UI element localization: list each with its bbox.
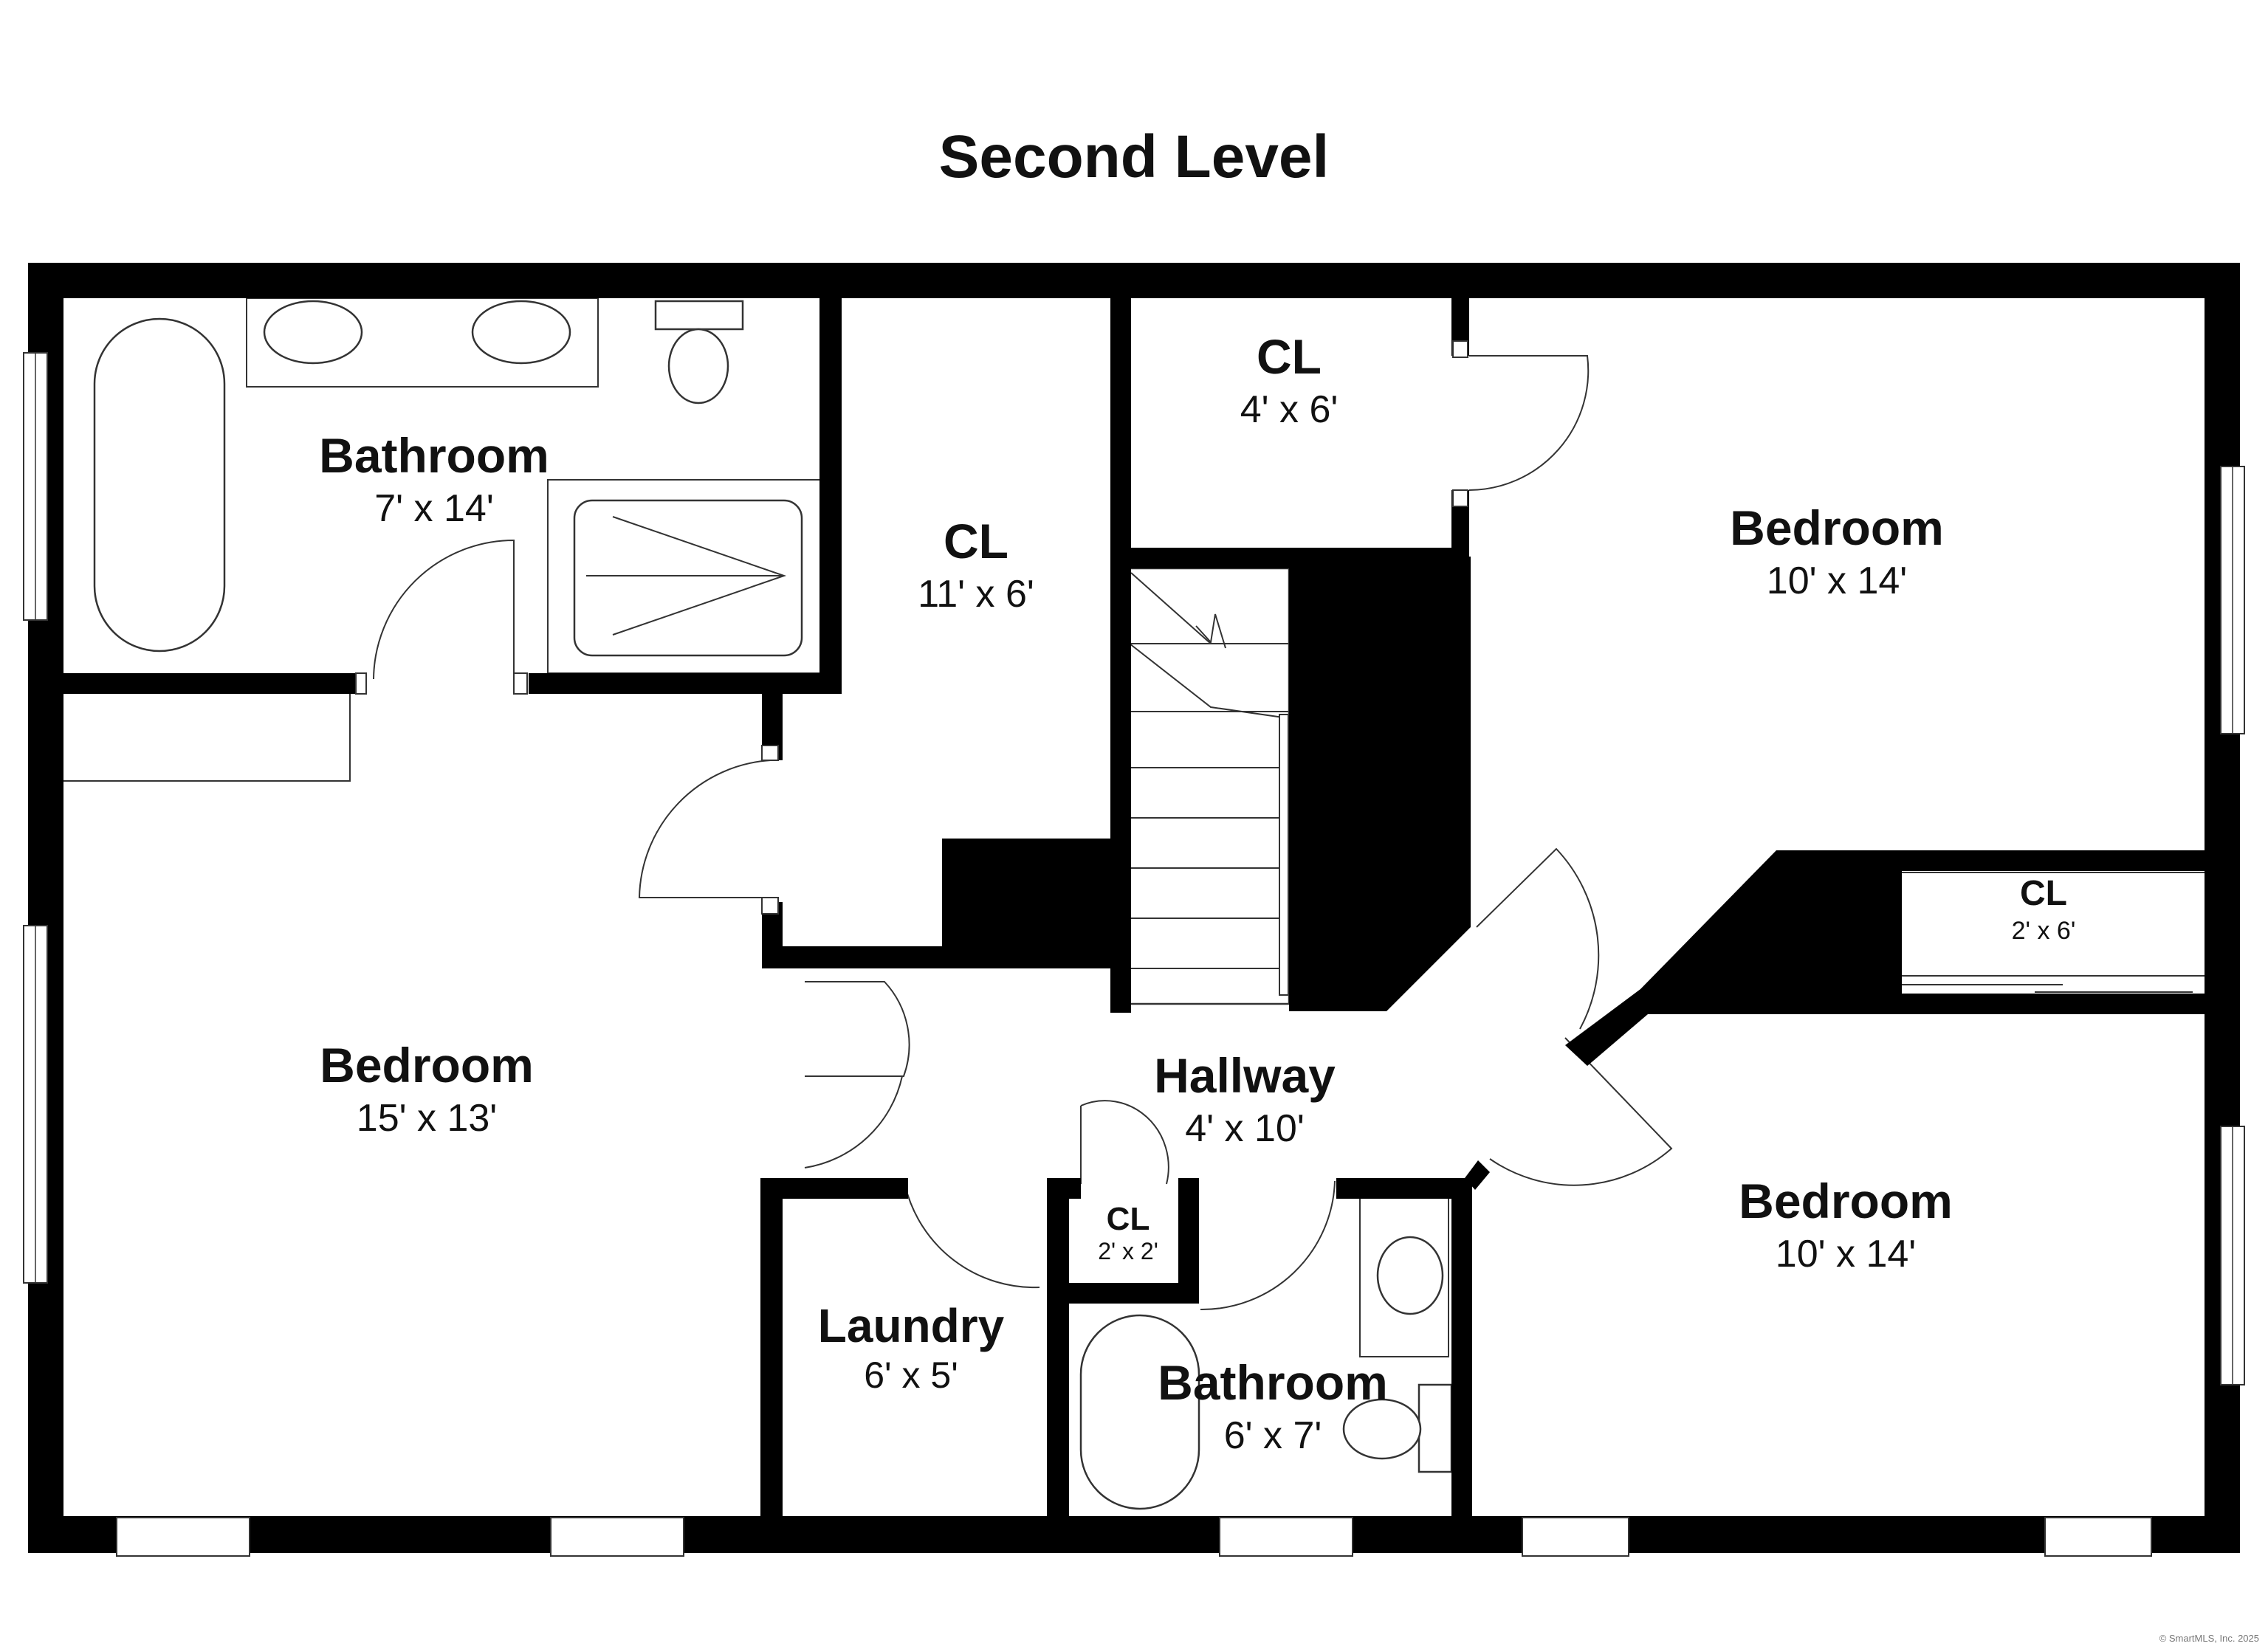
toilet-icon (1342, 1398, 1422, 1460)
toilet-icon (667, 328, 729, 404)
room-size-bedroom: 15' x 13' (357, 1097, 497, 1140)
toilet-tank (654, 300, 744, 331)
room-name-bedroom: Bedroom (1730, 500, 1944, 555)
windows (23, 352, 2245, 1557)
room-name-laundry: Laundry (818, 1299, 1005, 1352)
staircase (1128, 567, 1291, 1005)
copyright-credit: © SmartMLS, Inc. 2025 (2159, 1633, 2259, 1644)
sink-icon (263, 300, 363, 365)
room-name-bathroom: Bathroom (1158, 1355, 1388, 1410)
room-size-closet: 2' x 6' (2012, 917, 2076, 945)
doors (373, 355, 2193, 1311)
room-size-bathroom: 6' x 7' (1224, 1414, 1322, 1457)
room-size-bedroom: 10' x 14' (1767, 560, 1907, 602)
room-name-closet: CL (2020, 874, 2067, 913)
built-in-shelf (61, 692, 351, 782)
fixtures (61, 297, 2208, 1510)
room-labels: Bathroom 7' x 14' CL 11' x 6' CL 4' x 6'… (319, 329, 2075, 1457)
room-size-closet: 11' x 6' (918, 573, 1034, 616)
walls (28, 263, 2240, 1553)
room-name-closet: CL (1257, 329, 1322, 384)
room-name-bedroom: Bedroom (320, 1038, 534, 1092)
bathtub-icon (93, 317, 226, 653)
door-jambs (355, 340, 1468, 915)
room-name-closet: CL (944, 514, 1008, 568)
room-size-closet: 2' x 2' (1098, 1238, 1158, 1264)
sink-icon (471, 300, 571, 365)
shower-drain-lines (586, 516, 787, 636)
room-name-closet: CL (1107, 1201, 1150, 1237)
room-name-bedroom: Bedroom (1739, 1174, 1953, 1228)
plan-title: Second Level (939, 123, 1330, 190)
exterior-wall-south (28, 1516, 2240, 1553)
sink-icon (1376, 1236, 1444, 1315)
room-size-bathroom: 7' x 14' (374, 487, 494, 530)
room-size-hallway: 4' x 10' (1185, 1107, 1305, 1150)
shower-icon (573, 499, 803, 657)
bathtub-icon (1079, 1314, 1200, 1510)
room-name-hallway: Hallway (1154, 1048, 1336, 1103)
exterior-wall-north (28, 263, 2240, 298)
room-size-bedroom: 10' x 14' (1776, 1233, 1916, 1276)
room-name-bathroom: Bathroom (319, 428, 549, 483)
room-size-laundry: 6' x 5' (864, 1354, 958, 1396)
toilet-tank (1418, 1383, 1453, 1473)
room-size-closet: 4' x 6' (1240, 388, 1339, 431)
